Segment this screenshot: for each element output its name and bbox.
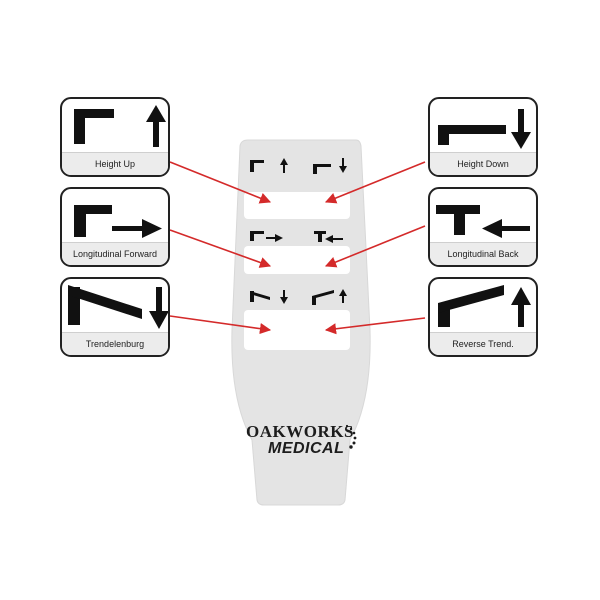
oakworks-medical-logo: OAKWORKS MEDICAL xyxy=(244,420,364,460)
legend-label: Reverse Trend. xyxy=(452,339,514,349)
arrow-height-up xyxy=(169,161,272,204)
arrow-longitudinal-back xyxy=(324,225,426,268)
connector-arrows xyxy=(169,161,426,335)
legend-height-down: Height Down xyxy=(428,97,538,177)
legend-height-up: Height Up xyxy=(60,97,170,177)
legend-label: Trendelenburg xyxy=(85,339,145,349)
longitudinal-forward-icon xyxy=(74,205,162,238)
legend-trendelenburg: Trendelenburg xyxy=(60,277,170,357)
legend-label: Longitudinal Forward xyxy=(72,249,158,259)
legend-reverse-trend: Reverse Trend. xyxy=(428,277,538,357)
remote-trendelenburg-icon xyxy=(250,290,288,304)
brand-line-1: OAKWORKS xyxy=(246,422,354,441)
longitudinal-back-icon xyxy=(436,205,530,238)
remote-height-up-icon xyxy=(250,158,288,173)
remote-longitudinal-back-icon xyxy=(314,231,343,243)
legend-longitudinal-forward: Longitudinal Forward xyxy=(60,187,170,267)
remote-button-longitudinal[interactable] xyxy=(244,246,350,274)
remote-longitudinal-forward-icon xyxy=(250,231,283,242)
arrow-reverse-trend xyxy=(324,317,426,335)
remote-height-down-icon xyxy=(313,158,347,174)
trendelenburg-icon xyxy=(68,285,168,329)
brand-line-2: MEDICAL xyxy=(268,440,345,457)
remote-reverse-trend-icon xyxy=(312,289,347,305)
remote-button-trend[interactable] xyxy=(244,310,350,350)
arrow-trendelenburg xyxy=(169,315,272,335)
height-down-icon xyxy=(438,109,531,149)
brand-dots-icon xyxy=(345,424,357,449)
legend-label: Longitudinal Back xyxy=(447,249,519,259)
legend-label: Height Down xyxy=(457,159,509,169)
arrow-longitudinal-forward xyxy=(169,229,272,268)
legend-longitudinal-back: Longitudinal Back xyxy=(428,187,538,267)
reverse-trend-icon xyxy=(438,285,531,327)
remote-button-height[interactable] xyxy=(244,192,350,219)
arrow-height-down xyxy=(324,161,426,204)
height-up-icon xyxy=(74,105,166,147)
legend-label: Height Up xyxy=(94,159,136,169)
